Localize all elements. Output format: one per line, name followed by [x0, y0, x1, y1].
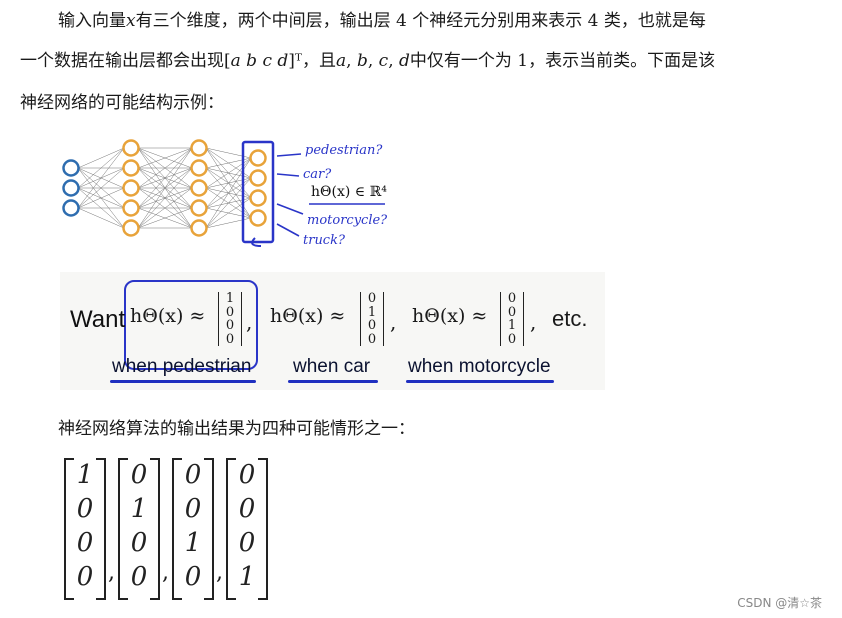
annotation-truck: truck? [303, 233, 346, 248]
nn-edge [137, 147, 193, 169]
input-node [62, 179, 80, 197]
output-node [249, 149, 267, 167]
comma-1: , [246, 310, 253, 334]
hidden-node [190, 159, 208, 177]
etc-text: etc. [552, 306, 588, 331]
nn-edge [77, 167, 125, 209]
nn-edge [77, 147, 125, 209]
nn-edge [137, 147, 193, 209]
paragraph-4: 神经网络算法的输出结果为四种可能情形之一： [58, 419, 415, 439]
hidden-node [122, 199, 140, 217]
nn-edge [77, 147, 125, 169]
hx-approx-1: hΘ(x) ≈ [130, 305, 206, 327]
underline-pedestrian [110, 380, 256, 383]
hidden-node [190, 219, 208, 237]
nn-edge [137, 147, 193, 229]
comma-2: , [390, 310, 397, 334]
output-layer-box [241, 140, 275, 244]
nn-edge [77, 207, 125, 229]
comma-3: , [530, 310, 537, 334]
hidden-node [122, 139, 140, 157]
nn-edge [137, 187, 193, 229]
annotation-hx: hΘ(x) ∈ ℝ⁴ [311, 184, 387, 200]
hx-approx-3: hΘ(x) ≈ [412, 305, 488, 327]
pedestrian-highlight-box [124, 280, 258, 370]
hx-approx-2: hΘ(x) ≈ [270, 305, 346, 327]
hidden-node [122, 159, 140, 177]
nn-edge [137, 207, 193, 229]
nn-edge [77, 147, 125, 189]
hidden-node [190, 179, 208, 197]
output-box-hook [251, 237, 262, 247]
output-node [249, 189, 267, 207]
hidden-node [190, 199, 208, 217]
hidden-node [190, 139, 208, 157]
output-node [249, 169, 267, 187]
want-word: Want [70, 306, 126, 333]
label-when-motorcycle: when motorcycle [408, 356, 551, 377]
neural-network-diagram: pedestrian? car? hΘ(x) ∈ ℝ⁴ motorcycle? … [62, 139, 388, 248]
nn-edge [137, 147, 193, 189]
annotation-motorcycle: motorcycle? [307, 213, 388, 228]
input-node [62, 199, 80, 217]
output-node [249, 209, 267, 227]
hidden-node [122, 179, 140, 197]
paragraph-1: 输入向量𝑥有三个维度，两个中间层，输出层 4 个神经元分别用来表示 4 类，也就… [58, 11, 706, 31]
label-when-pedestrian: when pedestrian [112, 356, 252, 377]
hidden-node [122, 219, 140, 237]
matrix-comma-3: , [216, 560, 223, 585]
footer-watermark: CSDN @清☆茶 [737, 596, 822, 610]
matrix-comma-1: , [108, 560, 115, 585]
nn-edge [77, 187, 125, 209]
paragraph-2: 一个数据在输出层都会出现[𝑎 𝑏 𝑐 𝑑]ᵀ，且𝑎, 𝑏, 𝑐, 𝑑中仅有一个为… [20, 51, 716, 71]
label-when-car: when car [293, 356, 371, 377]
want-panel [60, 272, 605, 390]
annotation-pedestrian: pedestrian? [305, 143, 383, 158]
underline-motorcycle [406, 380, 554, 383]
underline-car [288, 380, 378, 383]
paragraph-3: 神经网络的可能结构示例： [20, 93, 224, 113]
matrix-comma-2: , [162, 560, 169, 585]
annotation-car: car? [303, 167, 332, 182]
nn-edge [137, 167, 193, 229]
input-node [62, 159, 80, 177]
